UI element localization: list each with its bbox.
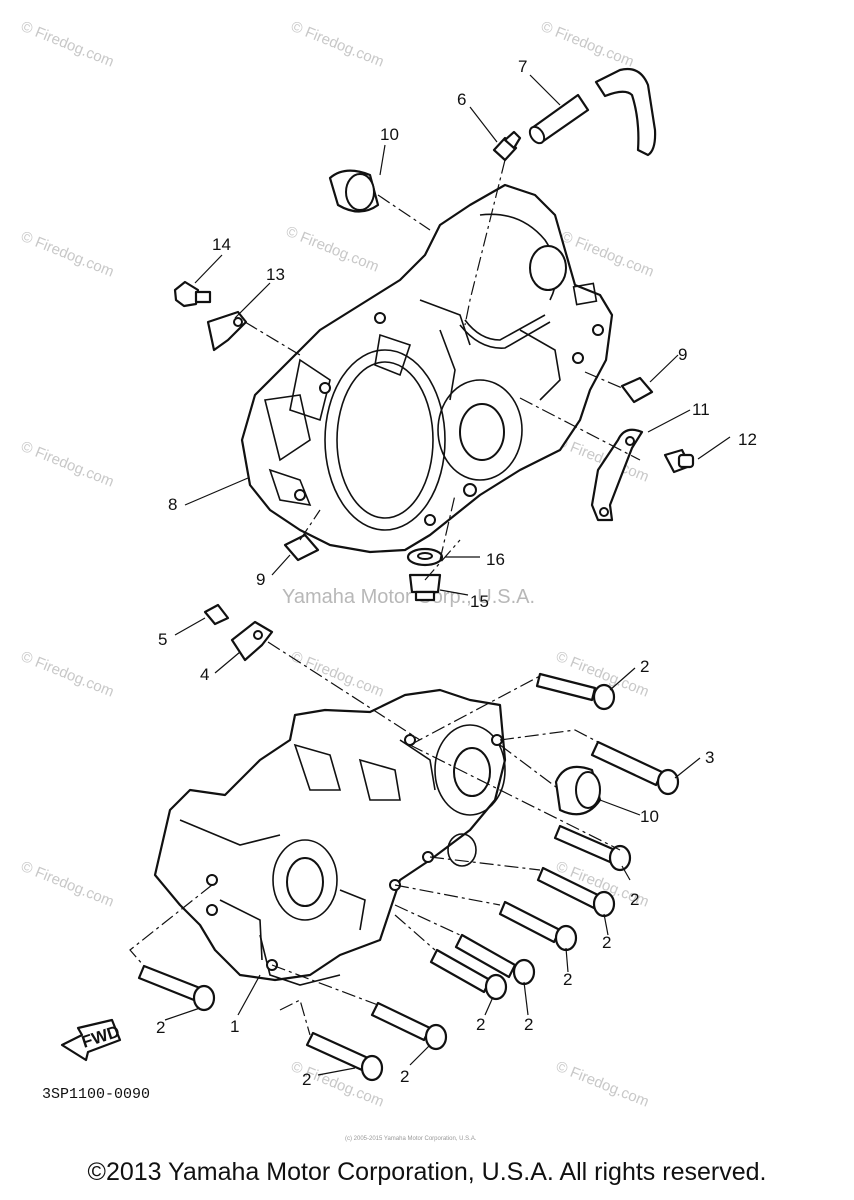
callout-11: 11 — [692, 400, 710, 419]
bracket-4 — [230, 620, 274, 662]
callout-2: 2 — [524, 1015, 533, 1034]
watermark: © Firedog.com — [539, 18, 637, 71]
upper-crankcase — [240, 183, 614, 554]
watermark: © Firedog.com — [19, 438, 117, 491]
callout-10: 10 — [380, 125, 399, 144]
fine-print: (c) 2005-2015 Yamaha Motor Corporation, … — [345, 1136, 477, 1142]
bolt — [536, 866, 616, 918]
bushing-lower — [554, 765, 602, 816]
bolt — [553, 824, 632, 872]
callout-14: 14 — [212, 235, 231, 254]
watermark: © Firedog.com — [19, 228, 117, 281]
callout-2: 2 — [156, 1018, 165, 1037]
callout-12: 12 — [738, 430, 757, 449]
diagram-code: 3SP1100-0090 — [42, 1086, 150, 1103]
callout-5: 5 — [158, 630, 167, 649]
callout-13: 13 — [266, 265, 285, 284]
bolt — [454, 933, 536, 986]
callout-10: 10 — [640, 807, 659, 826]
breather-nipple — [492, 130, 522, 162]
bolt — [590, 740, 680, 796]
callout-8: 8 — [168, 495, 177, 514]
bolt — [535, 672, 616, 711]
assembly-lines — [129, 159, 641, 1036]
washer-16 — [406, 547, 444, 567]
breather-hose — [528, 67, 657, 157]
callout-7: 7 — [518, 57, 527, 76]
screw-12 — [663, 448, 695, 474]
callout-2: 2 — [476, 1015, 485, 1034]
bolts-lower — [137, 672, 680, 1082]
callout-9: 9 — [678, 345, 687, 364]
screw-5 — [203, 603, 230, 626]
guide-11 — [590, 428, 644, 522]
watermark: © Firedog.com — [554, 1058, 652, 1111]
watermark: © Firedog.com — [289, 648, 387, 701]
bolt — [498, 900, 578, 952]
watermark: © Firedog.com — [19, 18, 117, 71]
callouts: 7 6 10 14 13 9 11 12 8 9 16 15 5 4 2 3 1… — [156, 57, 757, 1089]
callout-1: 1 — [230, 1017, 239, 1036]
fwd-arrow: FWD — [60, 1018, 122, 1062]
dowel-pin-lower — [283, 533, 320, 562]
callout-16: 16 — [486, 550, 505, 569]
callout-9: 9 — [256, 570, 265, 589]
lower-crankcase — [153, 688, 507, 986]
callout-2: 2 — [563, 970, 572, 989]
bolt-14 — [173, 280, 212, 308]
callout-2: 2 — [400, 1067, 409, 1086]
clamp-13 — [206, 310, 248, 352]
watermark: © Firedog.com — [284, 223, 382, 276]
bolt — [305, 1031, 384, 1082]
watermark-center: Yamaha Motor Corp., U.S.A. — [282, 586, 535, 608]
callout-2: 2 — [302, 1070, 311, 1089]
leader-lines — [164, 74, 731, 1076]
bolt — [429, 948, 508, 1001]
callout-2: 2 — [640, 657, 649, 676]
bushing-upper — [328, 169, 380, 213]
callout-2: 2 — [630, 890, 639, 909]
watermark: © Firedog.com — [19, 648, 117, 701]
callout-6: 6 — [457, 90, 466, 109]
watermark: © Firedog.com — [19, 858, 117, 911]
callout-4: 4 — [200, 665, 209, 684]
watermark: © Firedog.com — [559, 228, 657, 281]
bolt — [370, 1001, 448, 1051]
copyright-notice: ©2013 Yamaha Motor Corporation, U.S.A. A… — [87, 1158, 767, 1186]
dowel-pin-upper — [620, 376, 654, 404]
bolt — [137, 964, 216, 1012]
callout-15: 15 — [470, 592, 489, 611]
callout-3: 3 — [705, 748, 714, 767]
callout-2: 2 — [602, 933, 611, 952]
watermark: © Firedog.com — [289, 18, 387, 71]
